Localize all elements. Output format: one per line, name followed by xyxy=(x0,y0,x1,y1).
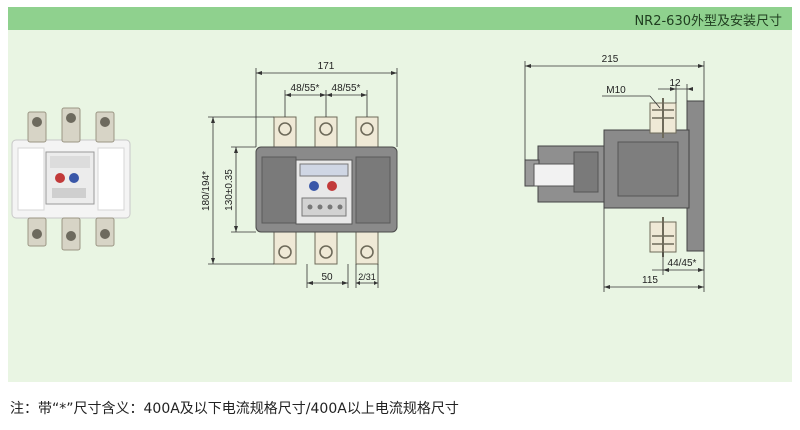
screw-label: M10 xyxy=(606,85,626,96)
dim-overall-depth: 215 xyxy=(602,54,619,65)
dim-terminal-width: 12 xyxy=(669,78,681,89)
dim-overall-width: 171 xyxy=(318,61,335,72)
dim-bottom-small: 2/31 xyxy=(358,272,376,282)
dim-mount-depth: 115 xyxy=(642,275,658,286)
header-bar: NR2-630外型及安装尺寸 xyxy=(8,7,792,30)
dim-terminal-offset: 44/45* xyxy=(668,258,697,269)
footnote: 注：带“*”尺寸含义：400A及以下电流规格尺寸/400A以上电流规格尺寸 xyxy=(10,401,459,417)
dim-bottom-pitch: 50 xyxy=(321,272,333,283)
product-photo xyxy=(11,107,131,251)
dim-mount-height: 130±0.35 xyxy=(224,169,235,211)
page-title: NR2-630外型及安装尺寸 xyxy=(634,14,782,29)
dim-top-pitch-left: 48/55* xyxy=(291,83,320,94)
side-view: 215 M10 12 44/45* 115 xyxy=(524,54,705,292)
dim-top-pitch-right: 48/55* xyxy=(332,83,361,94)
front-view: 171 48/55* 48/55* 180/194* 130±0.35 50 2… xyxy=(201,61,398,288)
dim-overall-height: 180/194* xyxy=(201,171,212,211)
